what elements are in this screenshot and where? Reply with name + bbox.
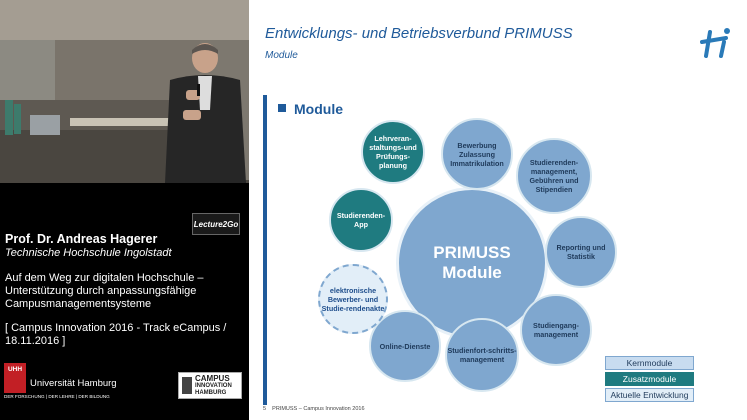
lecture2go-label: Lecture2Go <box>193 219 239 229</box>
module-app[interactable]: Studierenden-App <box>329 188 393 252</box>
speaker-institution: Technische Hochschule Ingolstadt <box>5 247 172 259</box>
campus-innovation-logo[interactable]: CAMPUS INNOVATION HAMBURG <box>178 372 242 399</box>
module-label: Studienfort-schritts-management <box>447 346 517 364</box>
speaker-name: Prof. Dr. Andreas Hagerer <box>5 232 158 246</box>
uhh-logo[interactable]: UHH Universität Hamburg DER FORSCHUNG | … <box>4 363 124 401</box>
campus-logo-line2: INNOVATION <box>195 383 232 389</box>
thi-logo-icon <box>700 28 730 58</box>
speaker-panel: Lecture2Go Prof. Dr. Andreas Hagerer Tec… <box>0 0 249 420</box>
module-label: Studierenden-management, Gebühren und St… <box>529 158 579 194</box>
module-label: Studiengang-management <box>533 321 579 339</box>
module-label: Lehrveran-staltungs-und Prüfungs-planung <box>369 134 417 170</box>
module-bewerbung[interactable]: Bewerbung Zulassung Immatrikulation <box>441 118 513 190</box>
module-lehrveranstaltung[interactable]: Lehrveran-staltungs-und Prüfungs-planung <box>361 120 425 184</box>
module-studienfort[interactable]: Studienfort-schritts-management <box>445 318 519 392</box>
module-label: Bewerbung Zulassung Immatrikulation <box>450 140 504 168</box>
section-bullet-icon <box>278 104 286 112</box>
center-label: PRIMUSS Module <box>433 243 511 282</box>
module-reporting[interactable]: Reporting und Statistik <box>545 216 617 288</box>
legend-zusatzmodule: Zusatzmodule <box>605 372 694 386</box>
campus-icon <box>182 377 192 394</box>
slide-title: Entwicklungs- und Betriebsverbund PRIMUS… <box>265 25 573 42</box>
uhh-mark-label: UHH <box>7 366 23 373</box>
module-studierendenmanagement[interactable]: Studierenden-management, Gebühren und St… <box>516 138 592 214</box>
legend-label: Kernmodule <box>626 358 673 368</box>
module-label: Online-Dienste <box>379 341 431 351</box>
section-heading: Module <box>294 101 343 117</box>
module-akte[interactable]: elektronische Bewerber- und Studie-rende… <box>318 264 388 334</box>
legend-aktuelle-entwicklung: Aktuelle Entwicklung <box>605 388 694 402</box>
uhh-mark: UHH <box>4 363 26 393</box>
presentation-slide: Entwicklungs- und Betriebsverbund PRIMUS… <box>249 0 747 420</box>
lecture2go-logo[interactable]: Lecture2Go <box>192 213 240 235</box>
speaker-video-image <box>0 0 249 183</box>
uhh-tagline: DER FORSCHUNG | DER LEHRE | DER BILDUNG <box>4 394 110 399</box>
legend-kernmodule: Kernmodule <box>605 356 694 370</box>
slide-subtitle: Module <box>265 50 298 61</box>
module-label: Studierenden-App <box>336 211 386 229</box>
campus-logo-line3: HAMBURG <box>195 390 227 396</box>
module-label: elektronische Bewerber- und Studie-rende… <box>321 285 385 313</box>
legend-label: Aktuelle Entwicklung <box>610 390 689 400</box>
event-info: [ Campus Innovation 2016 - Track eCampus… <box>5 322 227 347</box>
campus-logo-line1: CAMPUS <box>195 374 230 383</box>
module-label: Reporting und Statistik <box>556 243 606 261</box>
slide-footer: 5 PRIMUSS – Campus Innovation 2016 <box>263 406 365 412</box>
video-frame[interactable] <box>0 0 249 183</box>
section-bar <box>263 95 267 405</box>
module-online[interactable]: Online-Dienste <box>369 310 441 382</box>
uhh-name: Universität Hamburg <box>30 378 117 389</box>
module-studiengang[interactable]: Studiengang-management <box>520 294 592 366</box>
legend-label: Zusatzmodule <box>622 374 677 384</box>
talk-title: Auf dem Weg zur digitalen Hochschule – U… <box>5 272 204 310</box>
